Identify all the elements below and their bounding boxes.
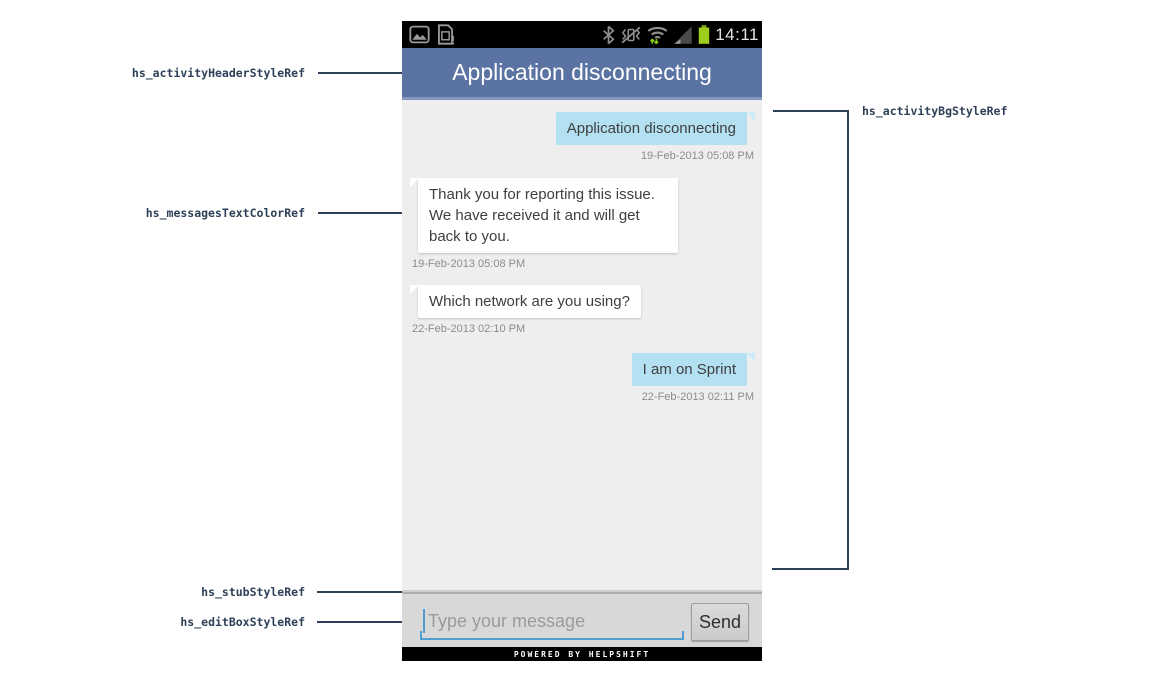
message-text: Application disconnecting: [566, 120, 736, 137]
status-bar-clock: 14:11: [715, 24, 759, 44]
leader-line-bg-vertical: [847, 110, 849, 570]
message-bubble: Application disconnecting: [555, 112, 756, 145]
leader-line-bg-bottom: [772, 568, 849, 570]
message-bubble: Which network are you using?: [418, 285, 641, 318]
annotation-stub-style: hs_stubStyleRef: [201, 585, 305, 599]
message-group-user: Application disconnecting 19-Feb-2013 05…: [555, 112, 756, 162]
message-timestamp: 19-Feb-2013 05:08 PM: [640, 150, 754, 162]
page-title: Application disconnecting: [452, 59, 712, 85]
leader-line-stub: [317, 591, 402, 593]
annotation-editbox-style: hs_editBoxStyleRef: [180, 615, 305, 629]
message-text: I am on Sprint: [642, 361, 736, 378]
compose-bar: Send: [402, 594, 762, 647]
message-group-admin: Thank you for reporting this issue. We h…: [412, 178, 678, 270]
vibrate-off-icon: [621, 26, 641, 43]
status-bar-left-icons: [409, 24, 456, 45]
leader-line-messages: [318, 212, 402, 214]
send-button[interactable]: Send: [691, 603, 749, 641]
message-editbox[interactable]: [420, 605, 684, 640]
stub-divider: [402, 590, 762, 594]
activity-header: Application disconnecting: [402, 48, 762, 100]
leader-line-bg-top: [773, 110, 849, 112]
status-bar-right-icons: 14:11: [601, 23, 759, 46]
message-text: Which network are you using?: [429, 293, 630, 310]
message-text: Thank you for reporting this issue. We h…: [429, 186, 655, 245]
gallery-icon: [409, 25, 430, 44]
annotation-messages-text-color: hs_messagesTextColorRef: [145, 206, 305, 220]
phone-screenshot: 14:11 Application disconnecting Applicat…: [402, 21, 762, 661]
leader-line-editbox: [317, 621, 402, 623]
powered-by-footer: POWERED BY HELPSHIFT: [402, 647, 762, 661]
message-input[interactable]: [426, 605, 680, 637]
message-timestamp: 22-Feb-2013 02:10 PM: [412, 323, 526, 335]
wifi-icon: [647, 26, 668, 45]
leader-line-header: [318, 72, 402, 74]
signal-icon: [674, 25, 692, 44]
battery-icon: [698, 25, 710, 44]
message-group-user: I am on Sprint 22-Feb-2013 02:11 PM: [631, 353, 756, 403]
conversation-area[interactable]: Application disconnecting 19-Feb-2013 05…: [402, 100, 762, 590]
annotation-activity-bg-style: hs_activityBgStyleRef: [862, 104, 1008, 118]
bluetooth-icon: [603, 25, 615, 44]
message-timestamp: 22-Feb-2013 02:11 PM: [641, 391, 754, 403]
message-group-admin: Which network are you using? 22-Feb-2013…: [412, 285, 641, 335]
sim-alert-icon: [438, 24, 454, 45]
message-timestamp: 19-Feb-2013 05:08 PM: [412, 258, 526, 270]
powered-by-text: POWERED BY HELPSHIFT: [513, 649, 651, 659]
message-bubble: Thank you for reporting this issue. We h…: [418, 178, 678, 253]
status-bar: 14:11: [402, 21, 762, 48]
text-cursor: [423, 609, 425, 633]
annotation-activity-header-style: hs_activityHeaderStyleRef: [131, 66, 305, 80]
message-bubble: I am on Sprint: [631, 353, 756, 386]
